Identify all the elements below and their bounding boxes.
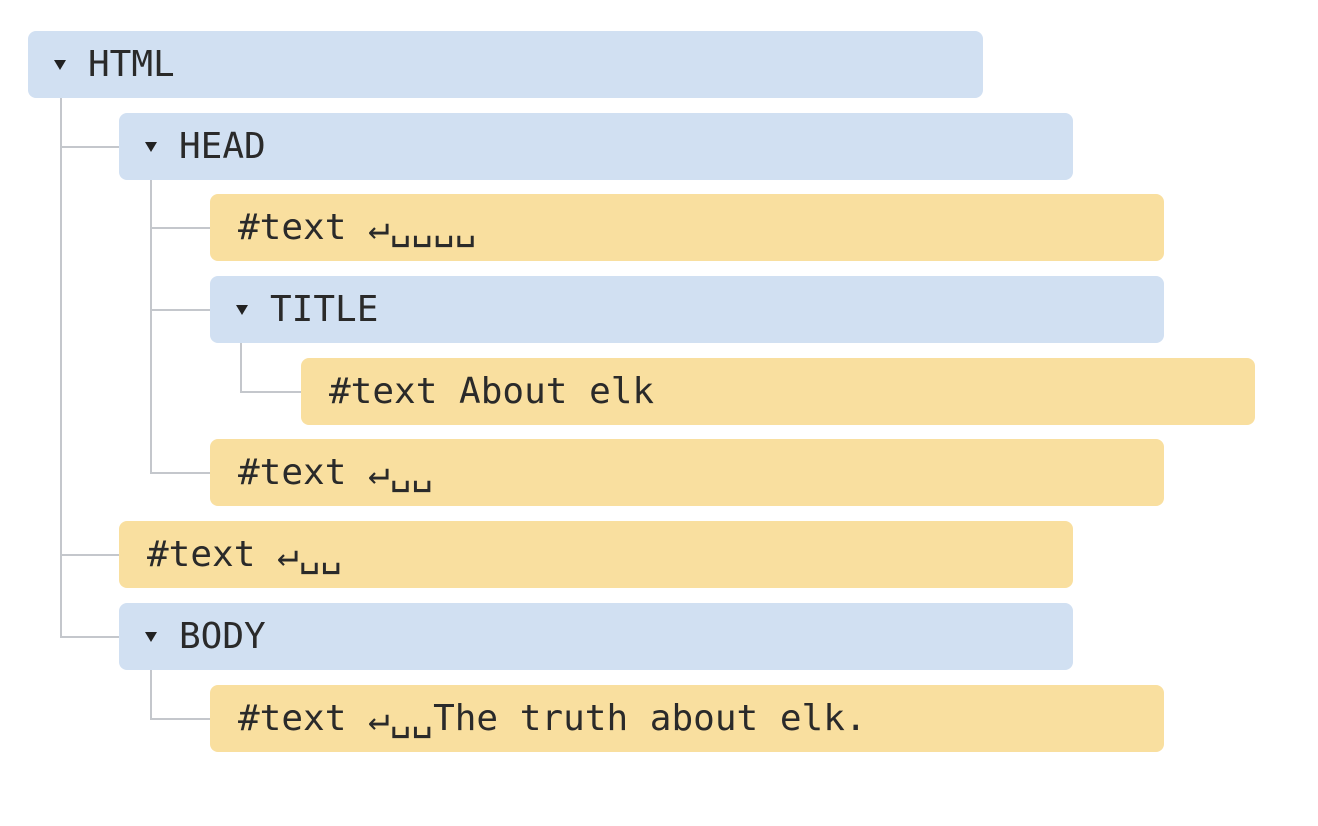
connector-title-children [240, 343, 242, 392]
expand-triangle-icon[interactable] [145, 141, 157, 152]
connector-to-head-text2 [150, 472, 211, 474]
expand-triangle-icon[interactable] [236, 304, 248, 315]
node-title[interactable]: TITLE [210, 276, 1164, 343]
node-label: HTML [88, 44, 175, 85]
node-head[interactable]: HEAD [119, 113, 1073, 180]
node-html[interactable]: HTML [28, 31, 983, 98]
expand-triangle-icon[interactable] [145, 631, 157, 642]
connector-to-title-text [240, 391, 302, 393]
expand-triangle-icon[interactable] [54, 59, 66, 70]
connector-to-body [60, 636, 120, 638]
node-label: TITLE [270, 289, 379, 330]
node-body[interactable]: BODY [119, 603, 1073, 670]
node-label: BODY [179, 616, 266, 657]
node-title-text[interactable]: #text About elk [301, 358, 1255, 425]
node-label: #text ↵␣␣ [147, 534, 343, 575]
node-label: #text ↵␣␣The truth about elk. [238, 698, 867, 739]
node-label: HEAD [179, 126, 266, 167]
node-head-text-2[interactable]: #text ↵␣␣ [210, 439, 1164, 506]
node-body-text[interactable]: #text ↵␣␣The truth about elk. [210, 685, 1164, 752]
connector-body-children [150, 670, 152, 719]
connector-to-head-text1 [150, 227, 211, 229]
node-label: #text ↵␣␣ [238, 452, 434, 493]
node-between-text[interactable]: #text ↵␣␣ [119, 521, 1073, 588]
connector-to-body-text [150, 718, 211, 720]
connector-to-head [60, 146, 120, 148]
node-label: #text About elk [329, 371, 655, 412]
node-label: #text ↵␣␣␣␣ [238, 207, 477, 248]
node-head-text-1[interactable]: #text ↵␣␣␣␣ [210, 194, 1164, 261]
connector-to-between-text [60, 554, 120, 556]
connector-head-children [150, 180, 152, 473]
connector-to-title [150, 309, 211, 311]
connector-html-children [60, 98, 62, 637]
